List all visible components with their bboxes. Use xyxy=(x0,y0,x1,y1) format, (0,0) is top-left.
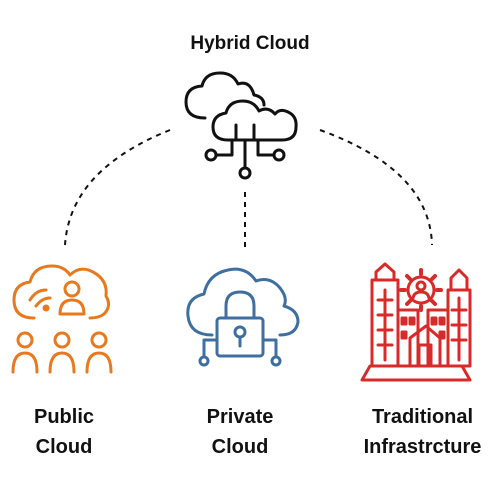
hybrid-cloud-network-icon xyxy=(184,71,298,180)
public-cloud-label-line1: Public xyxy=(33,406,94,428)
traditional-infrastructure-label-line1: Traditional xyxy=(371,406,474,428)
traditional-infrastructure-label: Traditional Infrastrcture xyxy=(345,402,500,462)
traditional-infrastructure-label-line2: Infrastrcture xyxy=(363,436,482,458)
buildings-gear-icon xyxy=(360,262,472,382)
connector-public xyxy=(64,129,171,246)
private-cloud-label: Private Cloud xyxy=(170,402,310,462)
public-cloud-users-icon xyxy=(11,264,113,374)
private-cloud-label-line2: Cloud xyxy=(211,436,269,458)
public-cloud-label: Public Cloud xyxy=(0,402,128,462)
connector-traditional xyxy=(319,129,433,246)
connectors xyxy=(64,129,433,248)
public-cloud-label-line2: Cloud xyxy=(35,436,93,458)
cloud-lock-icon xyxy=(186,267,300,367)
private-cloud-label-line1: Private xyxy=(206,406,274,428)
diagram-title: Hybrid Cloud xyxy=(190,33,310,54)
